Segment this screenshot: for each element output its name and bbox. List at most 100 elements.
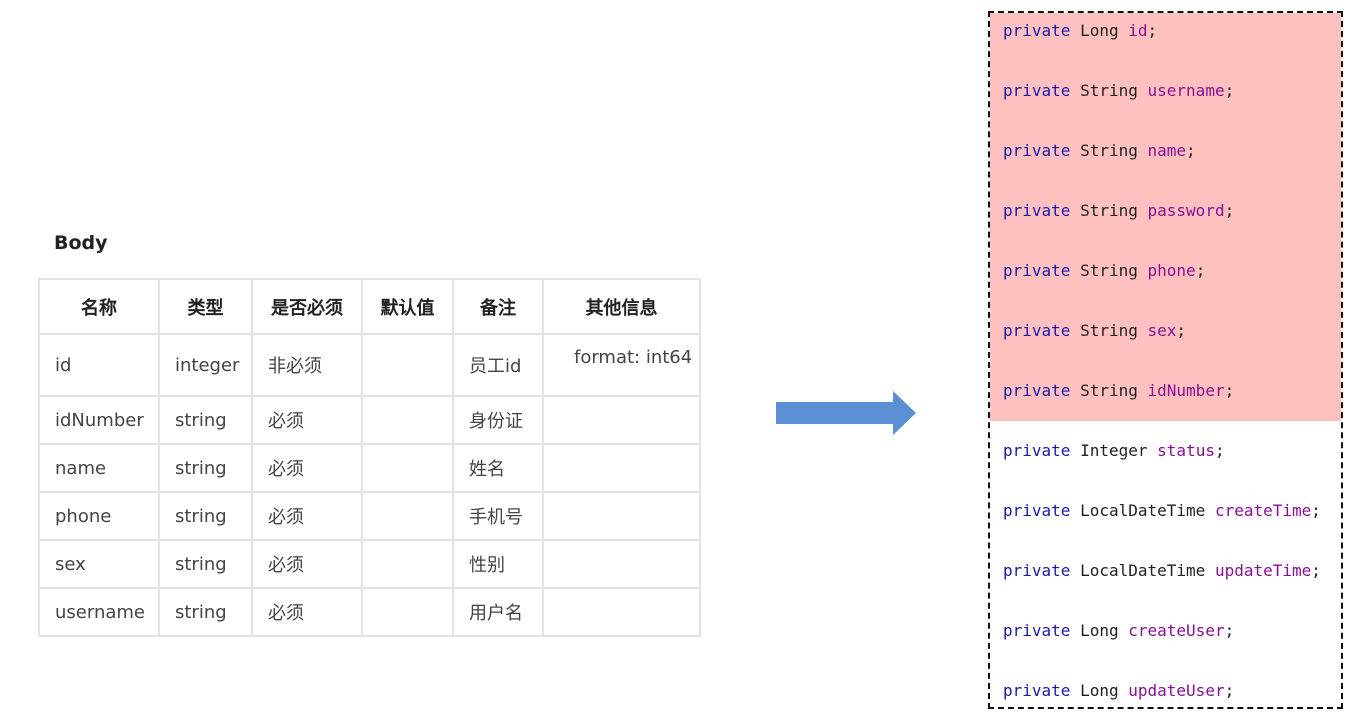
code-keyword: private xyxy=(1003,21,1071,40)
cell-default xyxy=(361,333,454,397)
entity-code-panel: private Long id; private String username… xyxy=(988,11,1343,709)
cell-default xyxy=(361,395,454,445)
cell-remark: 用户名 xyxy=(452,587,544,637)
cell-default xyxy=(361,443,454,493)
header-name: 名称 xyxy=(38,278,160,335)
code-type: Integer xyxy=(1080,441,1148,460)
code-semicolon: ; xyxy=(1147,21,1158,40)
header-remark: 备注 xyxy=(452,278,544,335)
code-keyword: private xyxy=(1003,141,1071,160)
code-keyword: private xyxy=(1003,441,1071,460)
code-keyword: private xyxy=(1003,201,1071,220)
cell-remark: 身份证 xyxy=(452,395,544,445)
code-keyword: private xyxy=(1003,621,1071,640)
code-field: createUser xyxy=(1128,621,1225,640)
code-line: private String username; xyxy=(1003,81,1234,101)
header-required: 是否必须 xyxy=(251,278,363,335)
header-type: 类型 xyxy=(158,278,253,335)
cell-name: phone xyxy=(38,491,160,541)
table-header-row: 名称 类型 是否必须 默认值 备注 其他信息 xyxy=(38,278,701,335)
code-line: private String idNumber; xyxy=(1003,381,1234,401)
cell-remark: 员工id xyxy=(452,333,544,397)
code-semicolon: ; xyxy=(1311,501,1321,520)
cell-other-info xyxy=(542,443,701,493)
cell-other-info xyxy=(542,539,701,589)
code-semicolon: ; xyxy=(1214,441,1225,460)
table-row: id integer 非必须 员工id format: int64 xyxy=(38,333,701,397)
cell-required: 必须 xyxy=(251,395,363,445)
code-semicolon: ; xyxy=(1176,321,1187,340)
cell-name: name xyxy=(38,443,160,493)
cell-name: username xyxy=(38,587,160,637)
code-keyword: private xyxy=(1003,681,1071,700)
cell-remark: 性别 xyxy=(452,539,544,589)
table-row: phone string 必须 手机号 xyxy=(38,491,701,541)
cell-default xyxy=(361,587,454,637)
code-line: private LocalDateTime createTime; xyxy=(1003,501,1321,521)
code-type: String xyxy=(1080,381,1138,400)
code-semicolon: ; xyxy=(1224,621,1235,640)
code-line: private String sex; xyxy=(1003,321,1186,341)
code-line: private String name; xyxy=(1003,141,1196,161)
code-field: idNumber xyxy=(1147,381,1225,400)
cell-name: idNumber xyxy=(38,395,160,445)
code-keyword: private xyxy=(1003,381,1071,400)
code-line: private Long id; xyxy=(1003,21,1157,41)
cell-other-info: format: int64 xyxy=(542,333,701,397)
header-default: 默认值 xyxy=(361,278,454,335)
code-keyword: private xyxy=(1003,501,1071,520)
code-line: private Long updateUser; xyxy=(1003,681,1234,701)
code-field: password xyxy=(1147,201,1225,220)
cell-remark: 姓名 xyxy=(452,443,544,493)
cell-other-info xyxy=(542,587,701,637)
cell-remark: 手机号 xyxy=(452,491,544,541)
code-field: updateTime xyxy=(1214,561,1312,580)
cell-name: id xyxy=(38,333,160,397)
table-row: name string 必须 姓名 xyxy=(38,443,701,493)
cell-required: 必须 xyxy=(251,491,363,541)
code-semicolon: ; xyxy=(1224,201,1235,220)
table-row: idNumber string 必须 身份证 xyxy=(38,395,701,445)
table-row: sex string 必须 性别 xyxy=(38,539,701,589)
code-semicolon: ; xyxy=(1195,261,1206,280)
cell-type: string xyxy=(158,491,253,541)
code-line: private Long createUser; xyxy=(1003,621,1234,641)
code-type: Long xyxy=(1080,21,1119,40)
code-type: Long xyxy=(1080,621,1119,640)
table-row: username string 必须 用户名 xyxy=(38,587,701,637)
code-semicolon: ; xyxy=(1224,681,1235,700)
cell-name: sex xyxy=(38,539,160,589)
code-field: phone xyxy=(1147,261,1196,280)
code-line: private LocalDateTime updateTime; xyxy=(1003,561,1321,581)
mapped-fields-highlight xyxy=(990,13,1341,421)
code-line: private Integer status; xyxy=(1003,441,1225,461)
body-section-title: Body xyxy=(54,232,108,254)
code-line: private String password; xyxy=(1003,201,1234,221)
cell-required: 必须 xyxy=(251,539,363,589)
code-line: private String phone; xyxy=(1003,261,1205,281)
code-keyword: private xyxy=(1003,261,1071,280)
request-params-table: 名称 类型 是否必须 默认值 备注 其他信息 id integer 非必须 员工… xyxy=(38,278,701,637)
cell-required: 非必须 xyxy=(251,333,363,397)
code-keyword: private xyxy=(1003,321,1071,340)
code-type: Long xyxy=(1080,681,1119,700)
cell-other-info xyxy=(542,395,701,445)
cell-other-info xyxy=(542,491,701,541)
cell-type: integer xyxy=(158,333,253,397)
code-semicolon: ; xyxy=(1186,141,1196,160)
cell-default xyxy=(361,539,454,589)
code-keyword: private xyxy=(1003,561,1071,580)
code-field: status xyxy=(1157,441,1215,460)
code-type: String xyxy=(1080,141,1138,160)
right-arrow-icon xyxy=(776,391,916,435)
cell-required: 必须 xyxy=(251,443,363,493)
code-type: String xyxy=(1080,321,1138,340)
code-field: createTime xyxy=(1214,501,1312,520)
cell-default xyxy=(361,491,454,541)
code-field: username xyxy=(1147,81,1225,100)
cell-type: string xyxy=(158,443,253,493)
code-type: LocalDateTime xyxy=(1080,561,1206,580)
code-field: sex xyxy=(1147,321,1177,340)
code-keyword: private xyxy=(1003,81,1071,100)
code-type: String xyxy=(1080,261,1138,280)
